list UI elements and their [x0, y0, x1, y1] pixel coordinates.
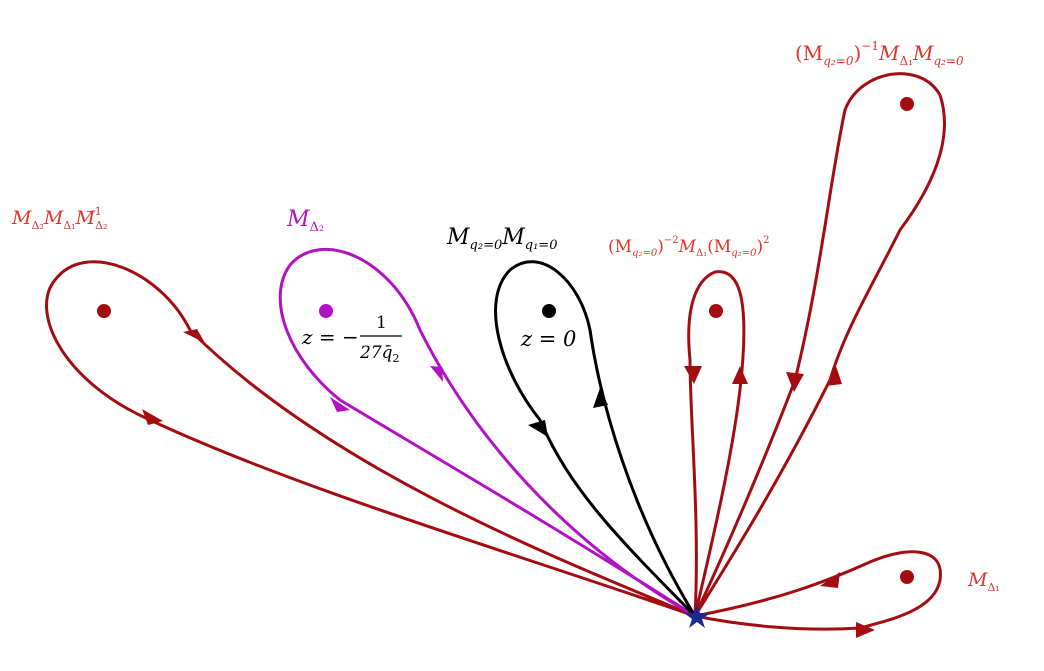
arrow-purple-out — [330, 397, 350, 412]
arrow-mid-right-up — [732, 366, 748, 384]
point-bottom-right — [900, 570, 914, 584]
arrow-top-right-down — [786, 372, 804, 392]
arrow-top-right-up — [826, 366, 842, 386]
arrow-far-left-in — [183, 329, 205, 343]
point-mid-right — [709, 304, 723, 318]
label-black: Mq₂=0Mq₁=0 — [446, 225, 557, 253]
loop-purple — [278, 248, 696, 618]
arrow-black-in — [593, 388, 608, 408]
label-z-black: z = 0 — [520, 327, 576, 351]
label-mid-right: (Mq₂=0)−2MΔ₁(Mq₂=0)2 — [608, 235, 769, 259]
point-far-left — [97, 304, 111, 318]
point-black — [542, 304, 556, 318]
arrow-purple-in — [430, 366, 443, 382]
arrow-mid-right-down — [684, 366, 702, 384]
arrow-far-left-out — [142, 409, 163, 425]
loop-bottom-right — [694, 550, 942, 631]
label-bottom-right: MΔ₁ — [967, 569, 1000, 594]
svg-text:27q̄2: 27q̄2 — [359, 343, 400, 365]
arrow-black-out — [528, 420, 548, 437]
arrow-bottom-right-in — [820, 572, 840, 588]
loop-black — [494, 260, 697, 618]
label-far-left: MΔ₂MΔ₁MΔ₂−1 — [11, 205, 107, 232]
loop-mid-right — [687, 270, 746, 617]
base-point-star — [684, 604, 710, 628]
label-top-right: (Mq₂=0)−1MΔ₁Mq₂=0 — [795, 39, 964, 68]
point-purple — [319, 304, 333, 318]
svg-text:z = −: z = − — [301, 325, 359, 349]
point-top-right — [900, 97, 914, 111]
arrow-bottom-right-out — [856, 622, 875, 638]
label-purple: MΔ₂ — [286, 207, 324, 235]
svg-text:1: 1 — [376, 313, 387, 333]
label-z-purple: z = − 1 27q̄2 — [301, 313, 402, 365]
loop-far-left — [45, 260, 696, 618]
loop-top-right — [693, 72, 946, 617]
